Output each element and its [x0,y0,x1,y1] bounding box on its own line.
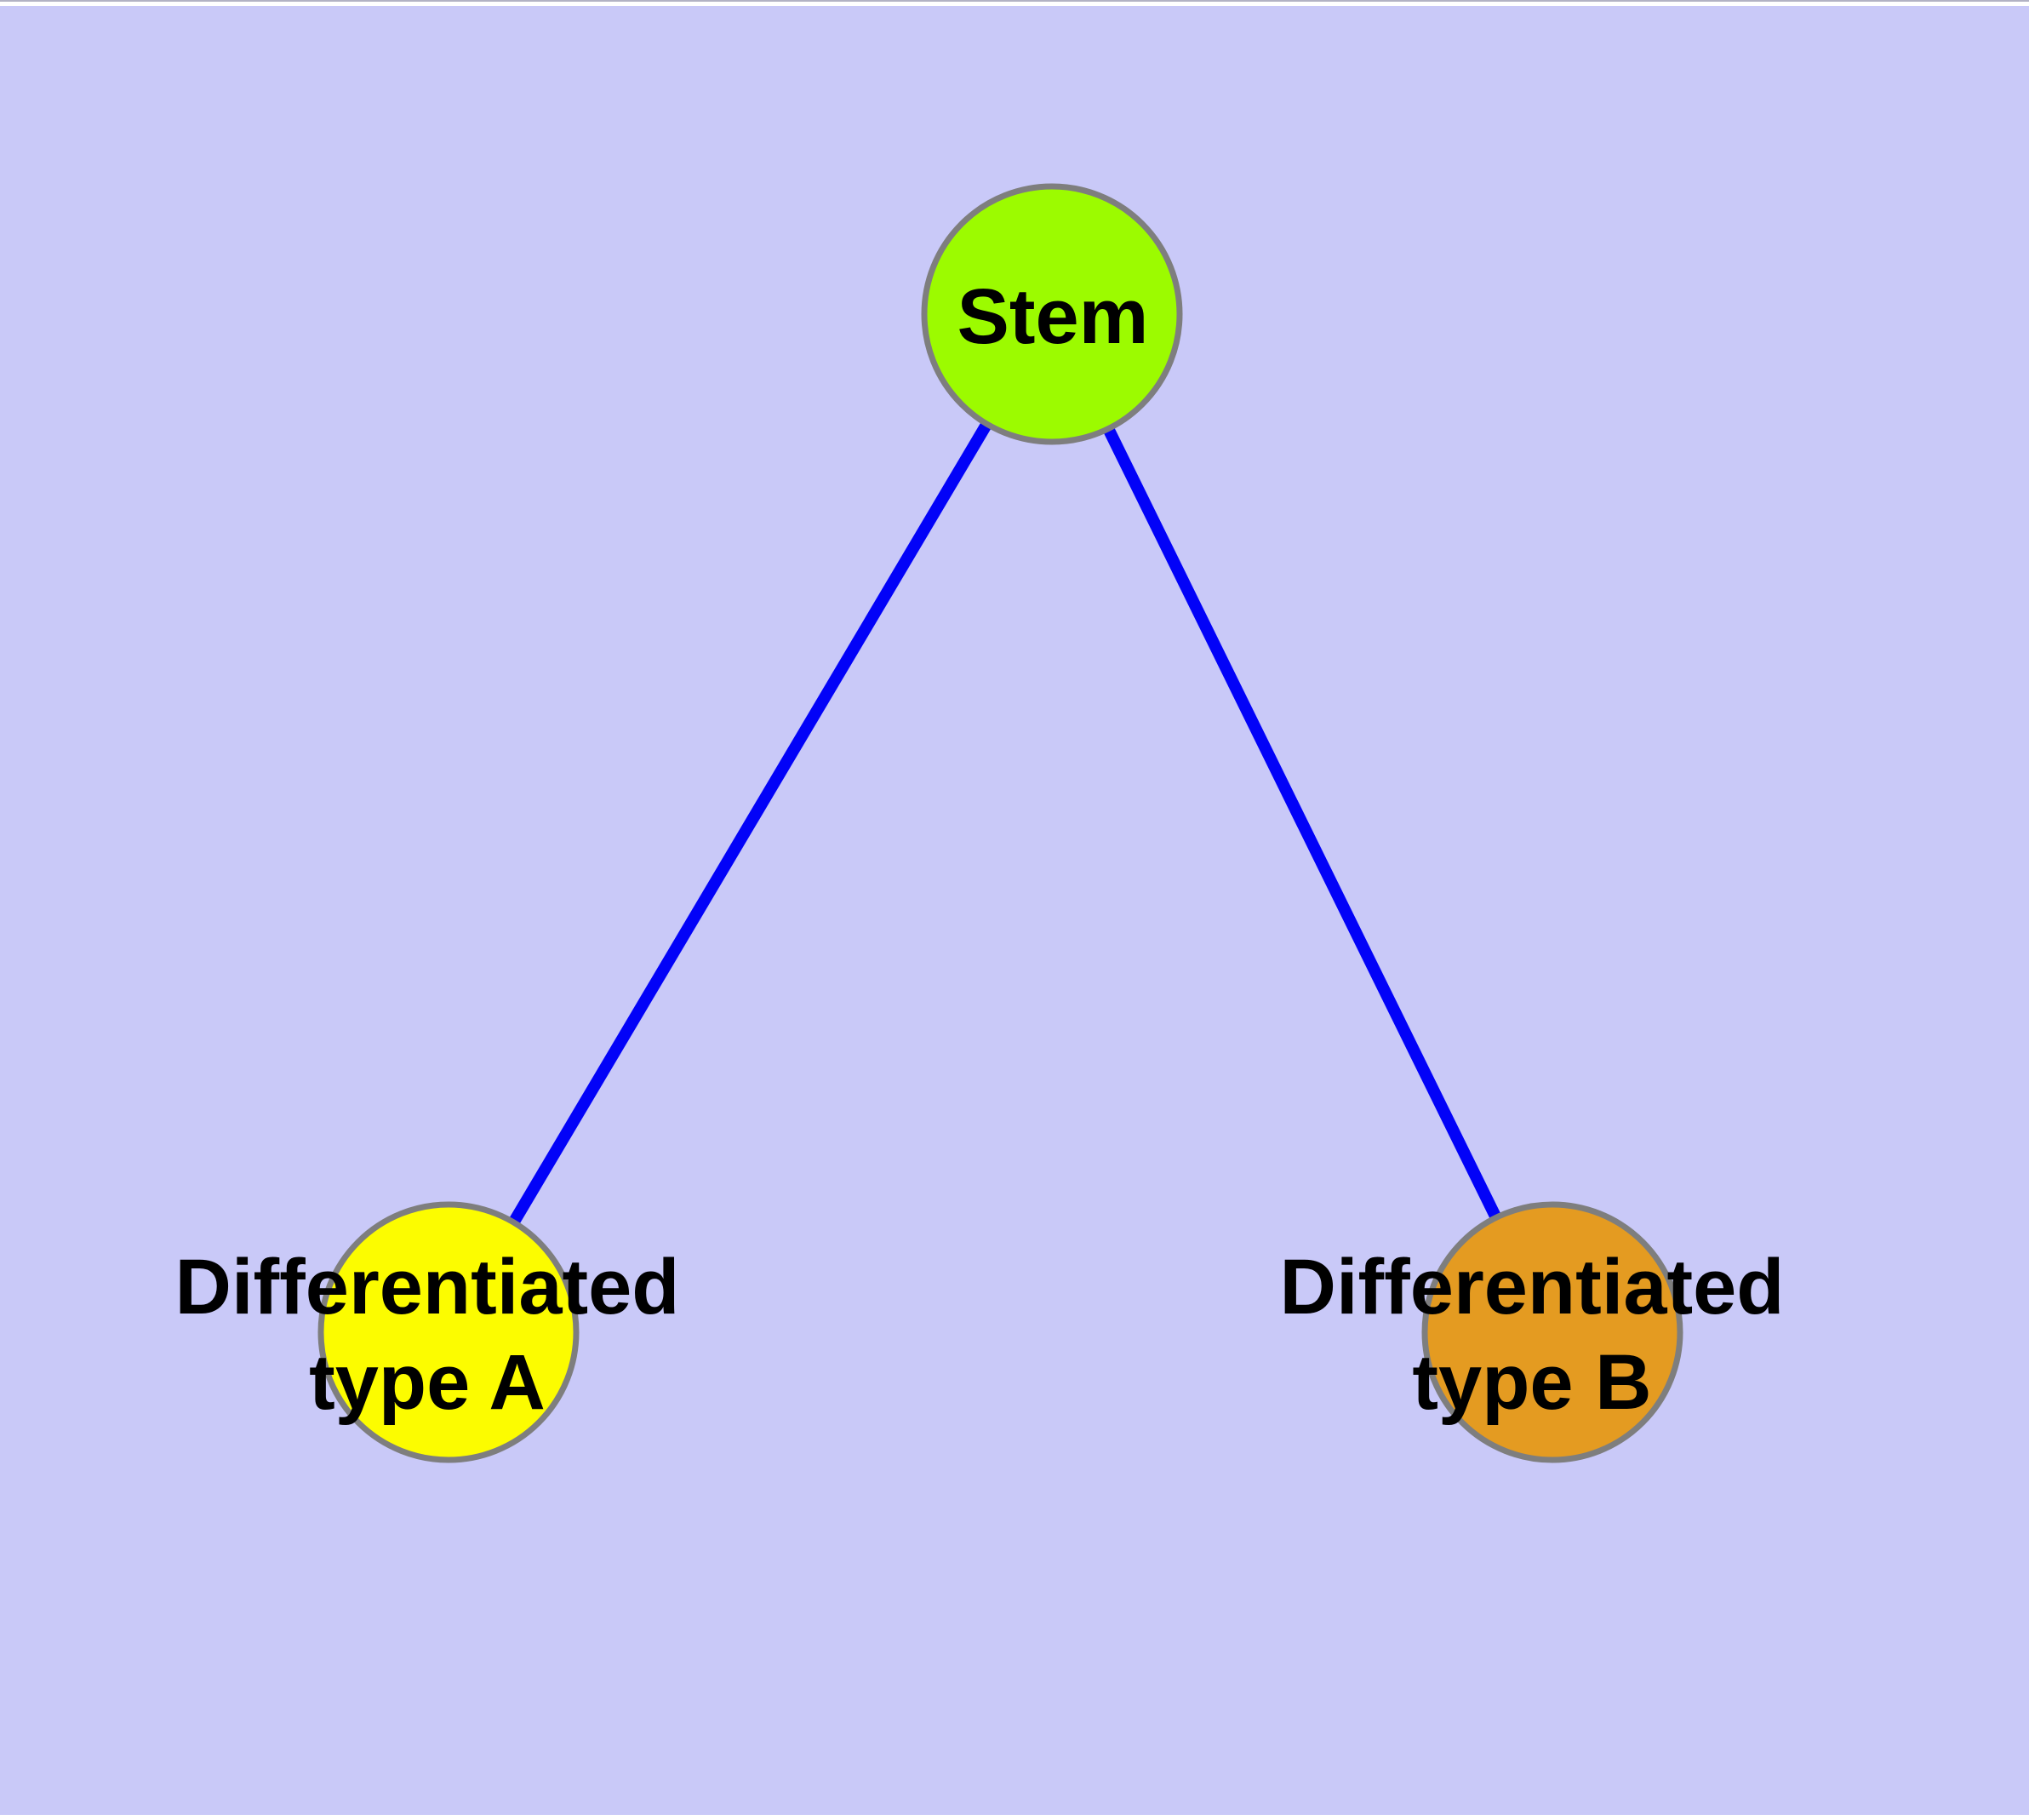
node-stem [921,183,1183,445]
edge-stem-to-type-b [1046,311,1558,1336]
node-type-a-label-line2: type A [309,1339,546,1426]
edge-stem-to-type-a [443,311,1058,1336]
node-stem-label: Stem [957,273,1149,360]
bottom-margin-strip [0,1815,2029,1820]
node-type-b [1421,1201,1683,1463]
node-type-a-label-line1: Differentiated [175,1244,680,1331]
top-border-line [0,0,2029,2]
top-margin-strip [0,2,2029,6]
node-type-b-label-line1: Differentiated [1280,1244,1785,1331]
node-type-a [317,1201,580,1463]
node-type-b-label-line2: type B [1412,1339,1651,1426]
